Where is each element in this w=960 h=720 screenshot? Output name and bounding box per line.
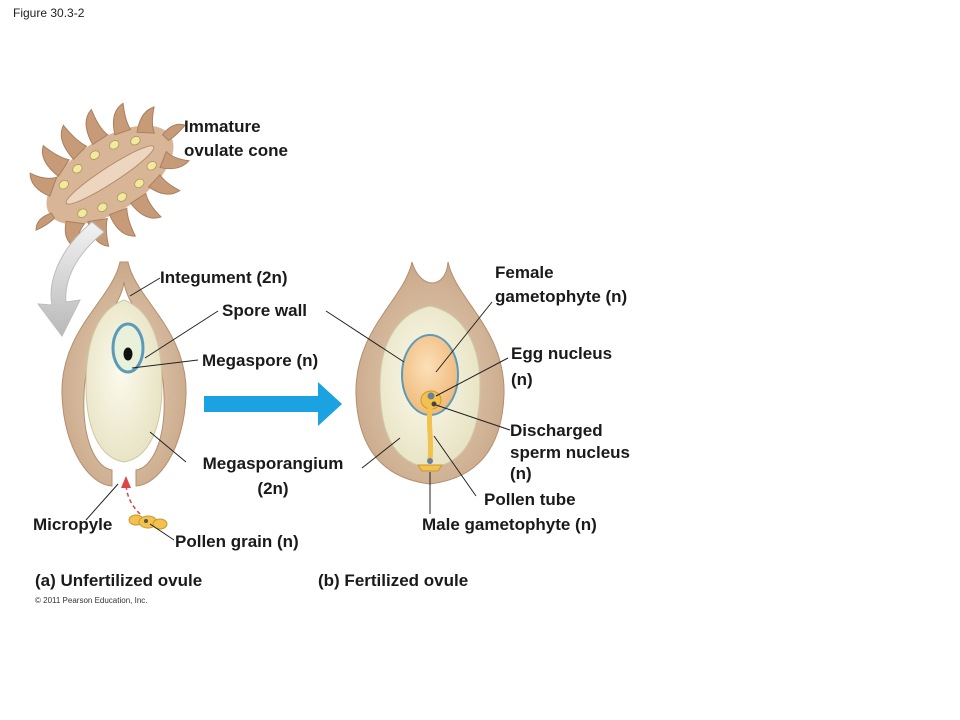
caption-a: (a) Unfertilized ovule bbox=[35, 571, 203, 590]
leader-lines bbox=[85, 277, 511, 541]
megasporangium-label-line1: Megasporangium bbox=[202, 454, 344, 473]
micropyle-label: Micropyle bbox=[33, 515, 113, 534]
pollen-tube bbox=[417, 407, 443, 472]
male-gametophyte-label: Male gametophyte (n) bbox=[422, 515, 597, 534]
immature-cone-label-line2: ovulate cone bbox=[184, 141, 288, 160]
pollen-tube-label: Pollen tube bbox=[484, 490, 576, 509]
pollen-grain-label: Pollen grain (n) bbox=[175, 532, 299, 551]
unfertilized-ovule bbox=[61, 261, 187, 487]
female-gametophyte bbox=[401, 334, 459, 416]
caption-b: (b) Fertilized ovule bbox=[318, 571, 469, 590]
dashed-arrow-icon bbox=[121, 476, 141, 515]
discharged-sperm-label-line1: Discharged bbox=[510, 421, 603, 440]
immature-cone-illustration bbox=[29, 102, 190, 249]
curved-arrow-icon bbox=[36, 221, 105, 337]
egg-nucleus-label-line2: (n) bbox=[511, 370, 533, 389]
integument-label: Integument (2n) bbox=[160, 268, 288, 287]
female-gametophyte-label-line1: Female bbox=[495, 263, 554, 282]
discharged-sperm-label-line3: (n) bbox=[510, 464, 532, 483]
pollen-grain-icon bbox=[128, 514, 168, 530]
discharged-sperm-label-line2: sperm nucleus bbox=[510, 443, 630, 462]
female-gametophyte-label-line2: gametophyte (n) bbox=[495, 287, 628, 306]
spore-wall-label: Spore wall bbox=[222, 301, 308, 320]
egg-nucleus-label-line1: Egg nucleus bbox=[511, 344, 613, 363]
fertilized-ovule bbox=[355, 261, 505, 485]
megasporangium-label-line2: (2n) bbox=[257, 479, 289, 498]
copyright-notice: © 2011 Pearson Education, Inc. bbox=[35, 596, 148, 605]
megaspore bbox=[111, 322, 145, 374]
megaspore-label: Megaspore (n) bbox=[202, 351, 319, 370]
right-arrow-icon bbox=[204, 382, 342, 426]
figure-title: Figure 30.3-2 bbox=[13, 6, 85, 20]
immature-cone-label-line1: Immature bbox=[184, 117, 261, 136]
